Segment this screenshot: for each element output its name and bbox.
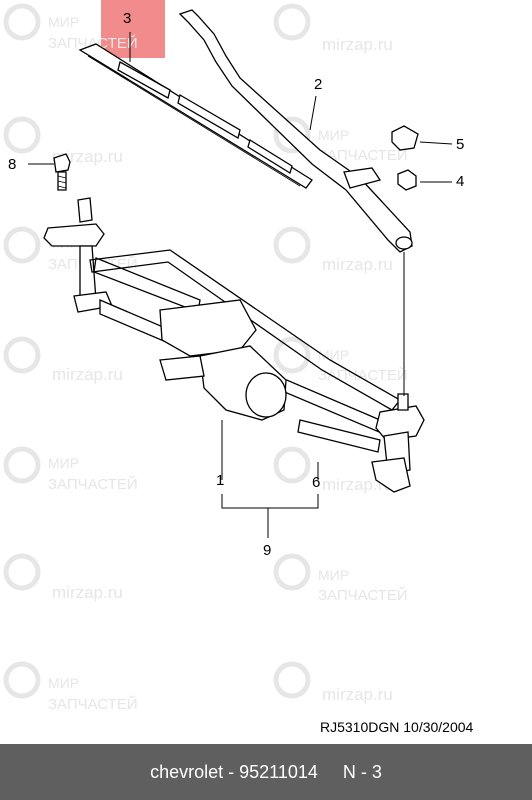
highlighted-part-box <box>101 0 165 58</box>
wm-ru-4: ЗАПЧАСТЕЙ <box>318 146 408 164</box>
wm-ru-14: ЗАПЧАСТЕЙ <box>48 695 138 713</box>
wiper-arm-cap <box>391 125 419 151</box>
watermark-logo-13: МИР ЗАПЧАСТЕЙ <box>3 661 138 713</box>
footer-bar: chevrolet - 95211014 N - 3 <box>0 744 532 800</box>
wiper-arm <box>178 9 413 253</box>
wiper-linkage-frame <box>43 197 425 493</box>
watermark-logo-10: mirzap.ru <box>273 446 393 494</box>
watermark-logo-12: МИР ЗАПЧАСТЕЙ <box>273 553 408 604</box>
watermark-logo-9: МИР ЗАПЧАСТЕЙ <box>3 446 138 493</box>
footer-separator-2 <box>318 762 343 783</box>
watermark-logo-4: МИР ЗАПЧАСТЕЙ <box>273 116 408 164</box>
footer-separator-1: - <box>223 761 240 782</box>
watermark-logo-7: mirzap.ru <box>3 336 123 384</box>
callout-1[interactable]: 1 <box>216 472 225 489</box>
footer-brand: chevrolet <box>150 761 224 782</box>
wiper-blade <box>78 43 313 189</box>
wm-domain-6: mirzap.ru <box>52 583 123 602</box>
diagram-reference-code: RJ5310DGN 10/30/2004 <box>320 719 474 735</box>
wm-ru-3: МИР <box>318 127 349 143</box>
leader-lines <box>28 32 453 538</box>
wiper-arm-nut <box>397 169 417 191</box>
watermark-logo-8: МИР ЗАПЧАСТЕЙ <box>273 336 408 384</box>
wm-ru-12: ЗАПЧАСТЕЙ <box>318 586 408 604</box>
callout-2[interactable]: 2 <box>314 76 323 93</box>
wm-ru-10: ЗАПЧАСТЕЙ <box>48 475 138 493</box>
wm-ru-8: ЗАПЧАСТЕЙ <box>318 366 408 384</box>
callout-5[interactable]: 5 <box>456 136 465 153</box>
callout-9[interactable]: 9 <box>263 542 272 559</box>
wm-ru-11: МИР <box>318 567 349 583</box>
wm-domain-5: mirzap.ru <box>322 475 393 494</box>
wm-ru-2: ЗАПЧАСТЕЙ <box>48 34 138 52</box>
footer-diagram-ref: N - 3 <box>342 761 382 782</box>
callout-3[interactable]: 3 <box>123 10 132 27</box>
wm-domain-7: mirzap.ru <box>322 685 393 704</box>
watermark-logo-11: mirzap.ru <box>3 553 123 602</box>
wm-ru-7: МИР <box>318 347 349 363</box>
callout-8[interactable]: 8 <box>8 156 17 173</box>
wiper-linkage-diagram: МИР ЗАПЧАСТЕЙ mirzap.ru mirzap.ru МИР ЗА… <box>3 3 453 713</box>
wm-domain-4: mirzap.ru <box>52 365 123 384</box>
wm-domain-3: mirzap.ru <box>322 255 393 274</box>
callout-6[interactable]: 6 <box>312 474 321 491</box>
wm-ru-13: МИР <box>48 675 79 691</box>
watermark-logo-14: mirzap.ru <box>273 661 393 704</box>
footer-part-number: 95211014 <box>239 761 318 782</box>
watermark-logo-2: mirzap.ru <box>273 3 393 54</box>
watermark-logo-6: mirzap.ru <box>273 226 393 274</box>
callout-4[interactable]: 4 <box>456 173 465 190</box>
wm-ru-9: МИР <box>48 455 79 471</box>
wm-ru-1: МИР <box>48 14 79 30</box>
wm-domain-1: mirzap.ru <box>322 35 393 54</box>
watermark-logo-1: МИР ЗАПЧАСТЕЙ <box>3 3 138 52</box>
mounting-bolt <box>53 153 71 191</box>
